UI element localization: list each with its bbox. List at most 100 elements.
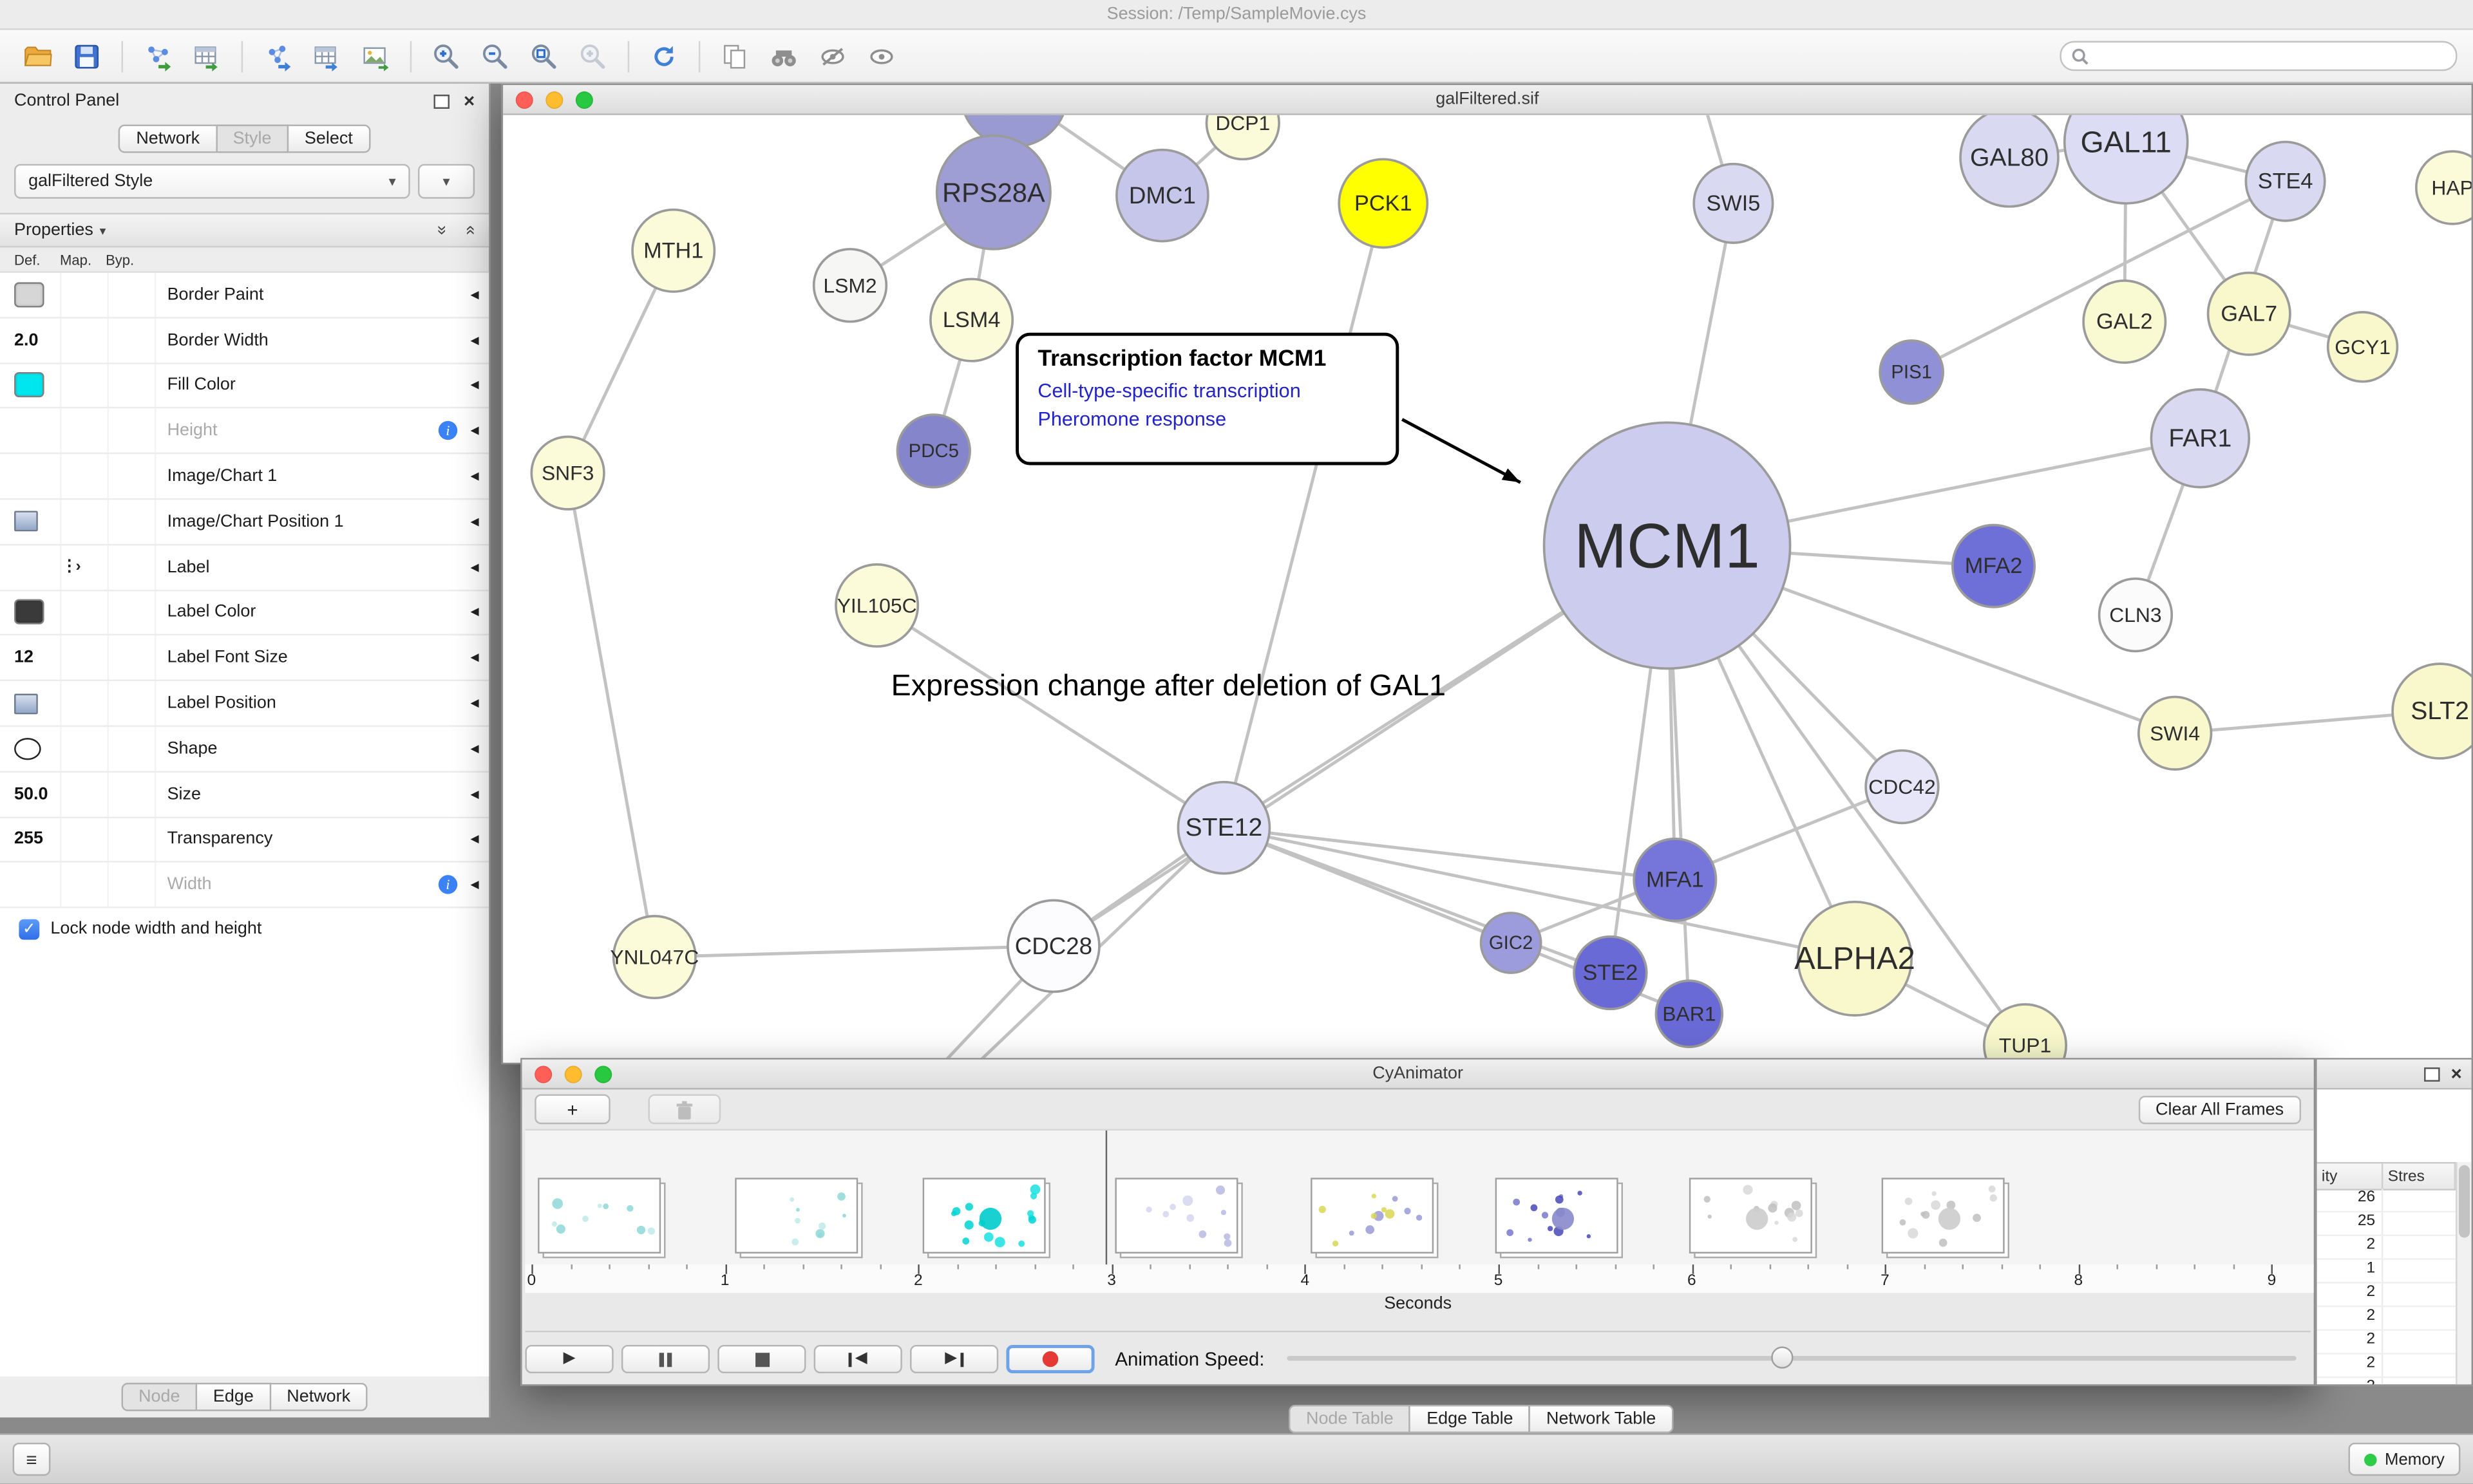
default-cell[interactable] <box>14 500 61 543</box>
cyanimator-titlebar[interactable]: CyAnimator <box>522 1060 2314 1090</box>
save-session-button[interactable] <box>64 35 109 77</box>
results-column-header[interactable]: Stres <box>2383 1163 2456 1188</box>
mapping-cell[interactable] <box>62 455 109 498</box>
style-options-button[interactable]: ▾ <box>418 164 475 199</box>
property-row[interactable]: 12Label Font Size◀ <box>0 636 489 682</box>
delete-frame-button[interactable] <box>649 1094 721 1125</box>
expand-arrow-icon[interactable]: ◀ <box>464 288 486 301</box>
mapping-cell[interactable] <box>62 863 109 906</box>
color-swatch[interactable] <box>14 600 44 625</box>
bypass-cell[interactable] <box>109 772 156 816</box>
default-cell[interactable] <box>14 409 61 453</box>
timeline-track[interactable] <box>526 1129 2314 1268</box>
results-scrollbar[interactable] <box>2456 1162 2471 1384</box>
table-row[interactable]: 25 <box>2317 1212 2456 1236</box>
tab-network[interactable]: Network <box>118 124 217 153</box>
info-icon[interactable]: i <box>439 876 457 894</box>
frame-thumbnail[interactable] <box>1115 1178 1238 1254</box>
bypass-cell[interactable] <box>109 273 156 317</box>
expand-arrow-icon[interactable]: ◀ <box>464 424 486 437</box>
tab-node[interactable]: Node <box>121 1383 197 1411</box>
mapping-cell[interactable] <box>62 409 109 453</box>
default-cell[interactable] <box>14 863 61 906</box>
show-panels-button[interactable]: ≡ <box>13 1443 51 1476</box>
property-row[interactable]: 2.0Border Width◀ <box>0 318 489 364</box>
tab-edge-table[interactable]: Edge Table <box>1411 1405 1531 1433</box>
property-row[interactable]: Label Position◀ <box>0 681 489 727</box>
expand-arrow-icon[interactable]: ◀ <box>464 379 486 392</box>
export-table-button[interactable] <box>305 35 349 77</box>
zoom-selected-button[interactable] <box>571 35 616 77</box>
memory-button[interactable]: Memory <box>2349 1443 2461 1476</box>
collapse-all-icon[interactable]: » <box>460 225 479 235</box>
slider-knob[interactable] <box>1770 1346 1792 1368</box>
annotation-link[interactable]: Pheromone response <box>1038 406 1377 434</box>
close-panel-icon[interactable]: × <box>2451 1064 2462 1083</box>
default-cell[interactable] <box>14 455 61 498</box>
table-row[interactable]: 2 <box>2317 1307 2456 1331</box>
tab-network[interactable]: Network <box>271 1383 368 1411</box>
close-window-icon[interactable] <box>535 1065 552 1082</box>
record-button[interactable] <box>1006 1345 1094 1373</box>
frame-thumbnail[interactable] <box>1495 1178 1618 1254</box>
zoom-window-icon[interactable] <box>576 91 593 108</box>
tab-edge[interactable]: Edge <box>197 1383 270 1411</box>
network-edge[interactable] <box>654 946 1054 957</box>
bypass-cell[interactable] <box>109 500 156 543</box>
tab-node-table[interactable]: Node Table <box>1289 1405 1411 1433</box>
frame-thumbnail[interactable] <box>538 1178 661 1254</box>
expand-arrow-icon[interactable]: ◀ <box>464 879 486 892</box>
default-cell[interactable] <box>14 364 61 408</box>
mapping-cell[interactable] <box>62 500 109 543</box>
info-icon[interactable]: i <box>439 422 457 440</box>
annotation-link[interactable]: Cell-type-specific transcription <box>1038 377 1377 405</box>
color-swatch[interactable] <box>14 373 44 398</box>
network-edge[interactable] <box>877 605 1224 827</box>
hide-selected-button[interactable] <box>811 35 855 77</box>
step-forward-button[interactable]: ▶ <box>910 1345 998 1373</box>
table-row[interactable]: 26 <box>2317 1189 2456 1213</box>
minimize-window-icon[interactable] <box>565 1065 582 1082</box>
search-input[interactable] <box>2096 45 2447 67</box>
default-cell[interactable] <box>14 681 61 725</box>
zoom-out-button[interactable] <box>473 35 518 77</box>
bypass-cell[interactable] <box>109 636 156 680</box>
show-all-button[interactable] <box>860 35 904 77</box>
frame-thumbnail[interactable] <box>735 1178 858 1254</box>
tab-select[interactable]: Select <box>289 124 370 153</box>
table-row[interactable]: 2 <box>2317 1236 2456 1260</box>
expand-arrow-icon[interactable]: ◀ <box>464 697 486 710</box>
frame-thumbnail[interactable] <box>923 1178 1046 1254</box>
import-table-button[interactable] <box>185 35 229 77</box>
default-cell[interactable] <box>14 727 61 771</box>
network-window-titlebar[interactable]: galFiltered.sif <box>503 85 2471 115</box>
table-row[interactable]: 2 <box>2317 1355 2456 1378</box>
bypass-cell[interactable] <box>109 863 156 906</box>
network-canvas[interactable]: DCP1RPS28ADMC1PCK1SWI5GAL80GAL11STE4HAPM… <box>503 115 2471 1063</box>
default-cell[interactable]: 50.0 <box>14 772 61 816</box>
property-row[interactable]: Image/Chart Position 1◀ <box>0 500 489 545</box>
tab-network-table[interactable]: Network Table <box>1531 1405 1674 1433</box>
search-box[interactable] <box>2060 41 2457 71</box>
mapping-cell[interactable] <box>62 636 109 680</box>
playhead[interactable] <box>1106 1131 1107 1266</box>
export-image-button[interactable] <box>354 35 398 77</box>
mapping-cell[interactable] <box>62 364 109 408</box>
property-row[interactable]: Shape◀ <box>0 727 489 773</box>
export-network-button[interactable] <box>256 35 300 77</box>
zoom-fit-button[interactable] <box>522 35 567 77</box>
properties-header[interactable]: Properties ▾ » » <box>0 213 489 248</box>
bypass-cell[interactable] <box>109 727 156 771</box>
property-row[interactable]: Widthi◀ <box>0 863 489 908</box>
zoom-in-button[interactable] <box>424 35 469 77</box>
mapping-cell[interactable] <box>62 318 109 362</box>
lock-size-checkbox[interactable]: ✓ Lock node width and height <box>0 908 489 950</box>
default-cell[interactable]: 2.0 <box>14 318 61 362</box>
tab-style[interactable]: Style <box>217 124 289 153</box>
default-cell[interactable] <box>14 545 61 589</box>
step-back-button[interactable]: ◀ <box>814 1345 902 1373</box>
speed-slider[interactable] <box>1287 1334 2296 1381</box>
import-network-button[interactable] <box>136 35 180 77</box>
mapping-cell[interactable]: ⋮› <box>62 545 109 589</box>
network-edge[interactable] <box>1224 203 1383 828</box>
